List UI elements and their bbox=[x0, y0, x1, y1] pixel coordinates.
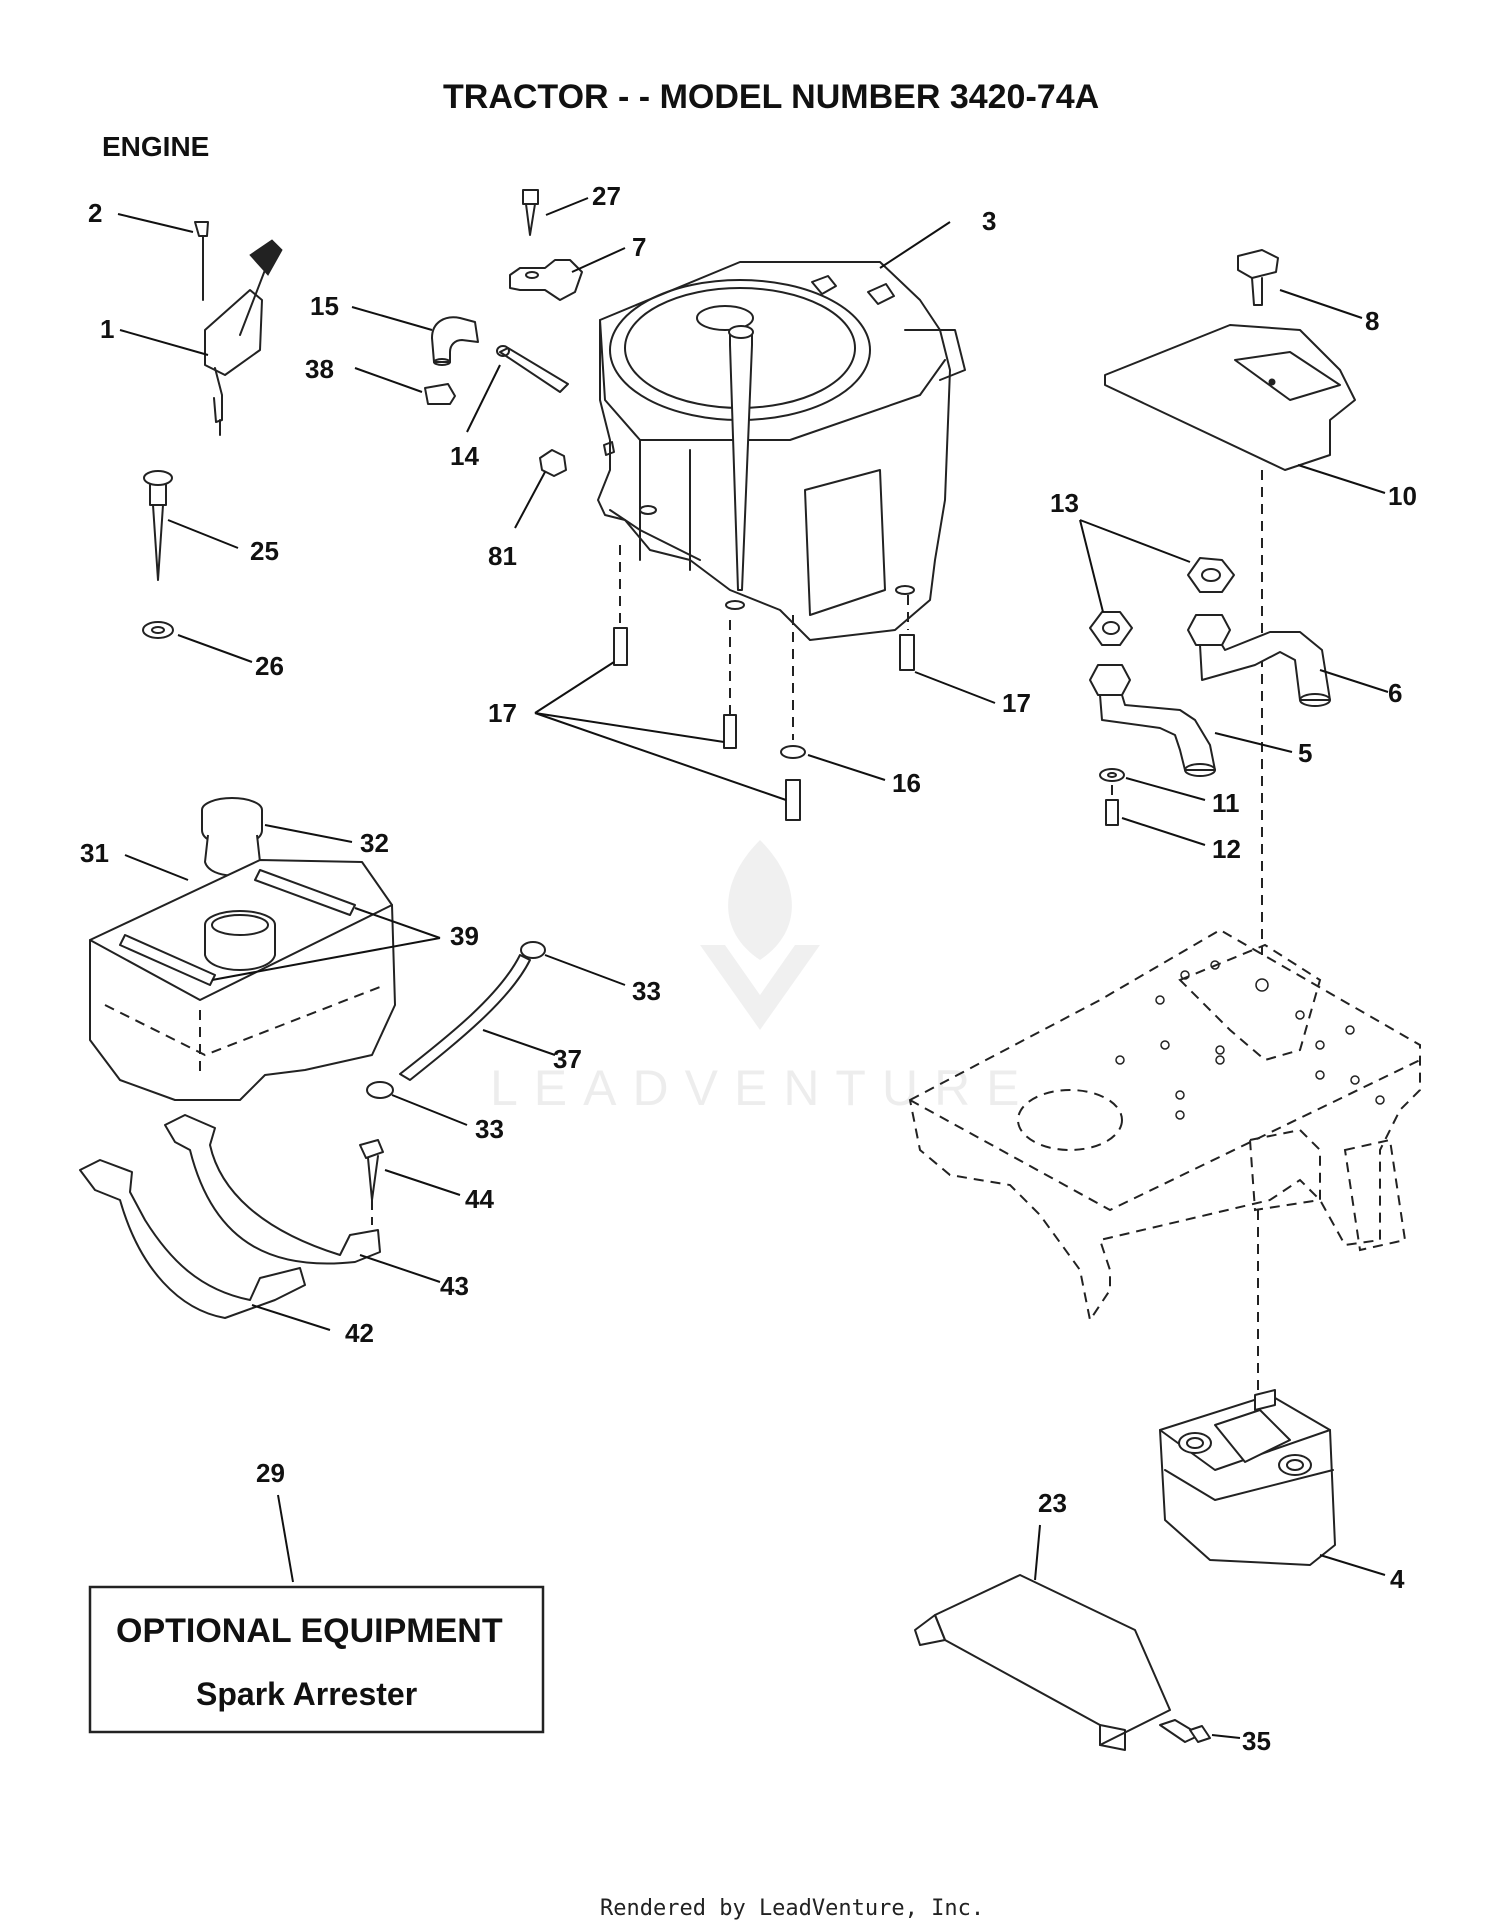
part-screw-35 bbox=[1159, 1719, 1211, 1743]
callout-14: 14 bbox=[450, 441, 479, 471]
part-clamp-7 bbox=[509, 259, 583, 301]
watermark: LEADVENTURE bbox=[490, 840, 1020, 1116]
callout-81: 81 bbox=[488, 541, 517, 571]
part-heat-shield-10 bbox=[1104, 324, 1356, 471]
part-strap-43 bbox=[164, 1114, 381, 1265]
callout-12: 12 bbox=[1212, 834, 1241, 864]
part-muffler-4 bbox=[1159, 1389, 1336, 1566]
callout-17-left: 17 bbox=[488, 698, 517, 728]
part-screw-44 bbox=[359, 1139, 384, 1225]
callout-7: 7 bbox=[632, 232, 646, 262]
footer-credit: Rendered by LeadVenture, Inc. bbox=[600, 1896, 984, 1921]
callout-4: 4 bbox=[1390, 1564, 1405, 1594]
part-chassis-frame bbox=[908, 928, 1421, 1323]
callout-31: 31 bbox=[80, 838, 109, 868]
callout-39: 39 bbox=[450, 921, 479, 951]
callout-11: 11 bbox=[1212, 788, 1240, 818]
part-screw-27 bbox=[522, 189, 539, 236]
callout-1: 1 bbox=[100, 314, 114, 344]
callout-27: 27 bbox=[592, 181, 621, 211]
part-pipe-14 bbox=[496, 345, 569, 393]
optional-equipment-box: OPTIONAL EQUIPMENT Spark Arrester bbox=[88, 1585, 545, 1734]
part-fuel-line-37 bbox=[399, 954, 531, 1081]
callout-3: 3 bbox=[982, 206, 996, 236]
part-bolts-17 bbox=[613, 545, 915, 821]
part-strap-42 bbox=[79, 1159, 306, 1319]
callout-13: 13 bbox=[1050, 488, 1079, 518]
callout-33-top: 33 bbox=[632, 976, 661, 1006]
part-bolt-12 bbox=[1105, 785, 1119, 826]
callout-32: 32 bbox=[360, 828, 389, 858]
section-heading: ENGINE bbox=[102, 131, 209, 162]
callout-10: 10 bbox=[1388, 481, 1417, 511]
callout-8: 8 bbox=[1365, 306, 1379, 336]
part-knob-screw-8 bbox=[1237, 249, 1279, 306]
part-washer-11 bbox=[1099, 768, 1125, 782]
callout-35: 35 bbox=[1242, 1726, 1271, 1756]
callout-6: 6 bbox=[1388, 678, 1402, 708]
callout-37: 37 bbox=[553, 1044, 582, 1074]
part-nut-81 bbox=[539, 441, 615, 477]
callout-25: 25 bbox=[250, 536, 279, 566]
callout-16: 16 bbox=[892, 768, 921, 798]
optional-equipment-heading: OPTIONAL EQUIPMENT bbox=[116, 1612, 503, 1650]
callout-33-bottom: 33 bbox=[475, 1114, 504, 1144]
part-grommet bbox=[142, 621, 174, 639]
part-muffler-guard-23 bbox=[914, 1574, 1171, 1751]
page-title: TRACTOR - - MODEL NUMBER 3420-74A bbox=[443, 78, 1099, 116]
callout-38: 38 bbox=[305, 354, 334, 384]
callout-26: 26 bbox=[255, 651, 284, 681]
part-plug-38 bbox=[424, 383, 456, 405]
part-engine bbox=[597, 261, 966, 641]
part-clamps-33 bbox=[366, 941, 546, 1099]
part-elbow-15 bbox=[431, 316, 479, 366]
part-washer-16 bbox=[780, 745, 806, 759]
callout-42: 42 bbox=[345, 1318, 374, 1348]
callout-43: 43 bbox=[440, 1271, 469, 1301]
part-throttle-control bbox=[194, 221, 283, 436]
callout-23: 23 bbox=[1038, 1488, 1067, 1518]
part-dipstick bbox=[143, 470, 173, 581]
callout-15: 15 bbox=[310, 291, 339, 321]
optional-equipment-item: Spark Arrester bbox=[196, 1676, 417, 1712]
callout-44: 44 bbox=[465, 1184, 494, 1214]
part-gaskets-13 bbox=[1089, 557, 1235, 646]
callout-17-right: 17 bbox=[1002, 688, 1031, 718]
callout-5: 5 bbox=[1298, 738, 1312, 768]
part-fuel-tank-31 bbox=[89, 859, 396, 1101]
callout-29: 29 bbox=[256, 1458, 285, 1488]
callout-2: 2 bbox=[88, 198, 102, 228]
part-exhaust-pipe-6 bbox=[1187, 614, 1331, 707]
part-exhaust-pipe-5 bbox=[1089, 664, 1216, 777]
